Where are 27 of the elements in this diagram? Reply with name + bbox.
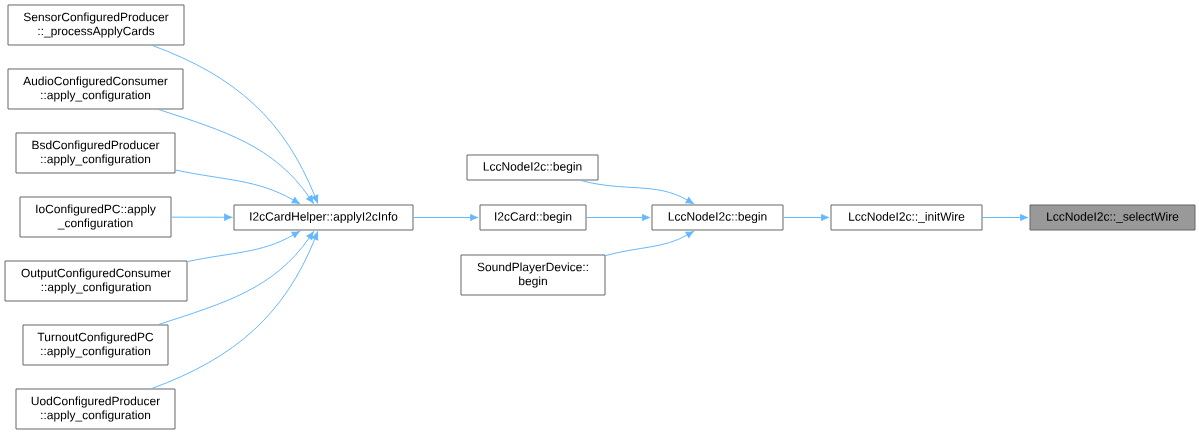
function-box: UodConfiguredProducer ::apply_configuration (15, 388, 176, 430)
arrow (783, 213, 830, 222)
function-box: AudioConfiguredConsumer ::apply_configuration (7, 68, 184, 110)
arrow (158, 231, 314, 325)
function-box: SensorConfiguredProducer ::_processApplyCards (7, 4, 185, 46)
arrow (413, 213, 479, 222)
function-box: SoundPlayerDevice:: begin (460, 254, 606, 296)
arrow (151, 45, 319, 204)
arrow (175, 169, 300, 205)
arrow (151, 231, 319, 389)
arrow (982, 213, 1029, 222)
arrow (171, 213, 233, 221)
arrow (580, 180, 694, 205)
function-box: BsdConfiguredProducer ::apply_configuration (15, 132, 176, 174)
function-box: TurnoutConfiguredPC ::apply_configuration (22, 324, 169, 366)
function-box: I2cCardHelper::applyI2cInfo (233, 204, 414, 231)
function-box: LccNodeI2c::_selectWire (1029, 204, 1196, 231)
arrow (187, 230, 300, 263)
function-box: LccNodeI2c::begin (651, 204, 784, 231)
function-box: IoConfiguredPC::apply _configuration (19, 196, 172, 238)
function-box: LccNodeI2c::begin (466, 154, 599, 181)
arrow (158, 109, 314, 204)
function-box: LccNodeI2c::_initWire (830, 204, 983, 231)
function-box: OutputConfiguredConsumer ::apply_configuration (4, 260, 188, 302)
arrow (586, 213, 651, 222)
arrow (605, 230, 694, 257)
function-box: I2cCard::begin (479, 204, 587, 231)
